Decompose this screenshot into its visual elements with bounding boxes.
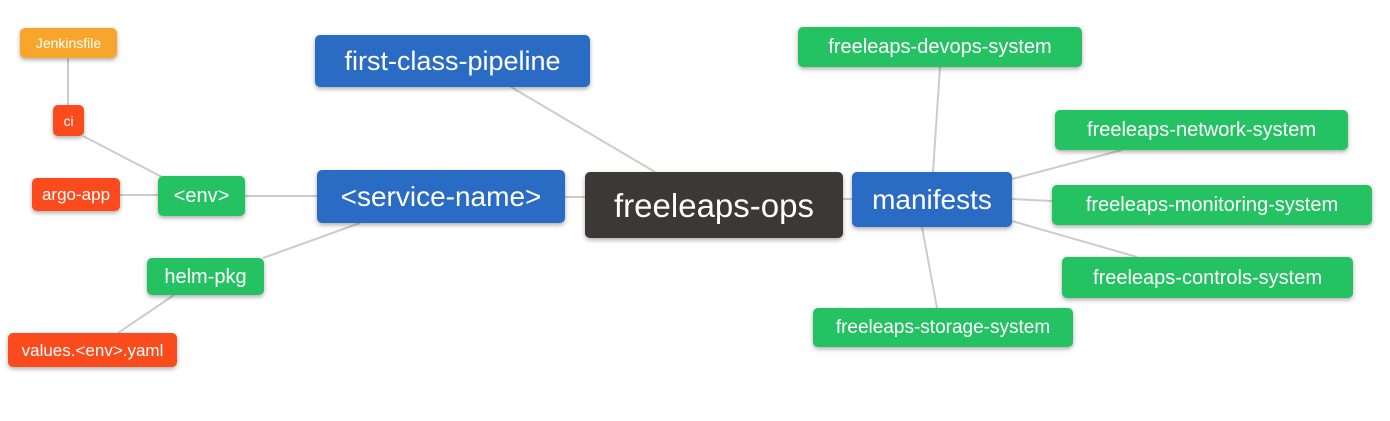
edge-helm-pkg-to-service-name — [262, 222, 361, 259]
edge-manifests-to-freeleaps-storage-system — [921, 226, 938, 309]
node-values-env-yaml[interactable]: values.<env>.yaml — [8, 333, 177, 367]
edge-manifests-to-freeleaps-devops-system — [932, 66, 941, 173]
node-freeleaps-devops-system[interactable]: freeleaps-devops-system — [798, 27, 1082, 67]
node-freeleaps-monitoring-system[interactable]: freeleaps-monitoring-system — [1052, 185, 1372, 225]
node-jenkinsfile[interactable]: Jenkinsfile — [20, 28, 117, 58]
node-service-name[interactable]: <service-name> — [317, 170, 565, 223]
node-freeleaps-network-system[interactable]: freeleaps-network-system — [1055, 110, 1348, 150]
node-manifests[interactable]: manifests — [852, 172, 1012, 227]
node-helm-pkg[interactable]: helm-pkg — [147, 258, 264, 295]
node-first-class-pipeline[interactable]: first-class-pipeline — [315, 35, 590, 87]
edge-manifests-to-freeleaps-monitoring-system — [1011, 198, 1053, 202]
node-freeleaps-ops[interactable]: freeleaps-ops — [585, 172, 843, 238]
node-ci[interactable]: ci — [53, 105, 84, 136]
node-freeleaps-storage-system[interactable]: freeleaps-storage-system — [813, 308, 1073, 347]
node-env[interactable]: <env> — [158, 176, 245, 216]
edge-ci-to-env — [82, 135, 163, 178]
node-argo-app[interactable]: argo-app — [32, 178, 120, 211]
edge-manifests-to-freeleaps-network-system — [1011, 149, 1123, 180]
edge-first-class-pipeline-to-freeleaps-ops — [510, 86, 656, 173]
edge-values-env-yaml-to-helm-pkg — [117, 294, 175, 334]
edge-manifests-to-freeleaps-controls-system — [1011, 220, 1138, 258]
node-freeleaps-controls-system[interactable]: freeleaps-controls-system — [1062, 257, 1353, 298]
